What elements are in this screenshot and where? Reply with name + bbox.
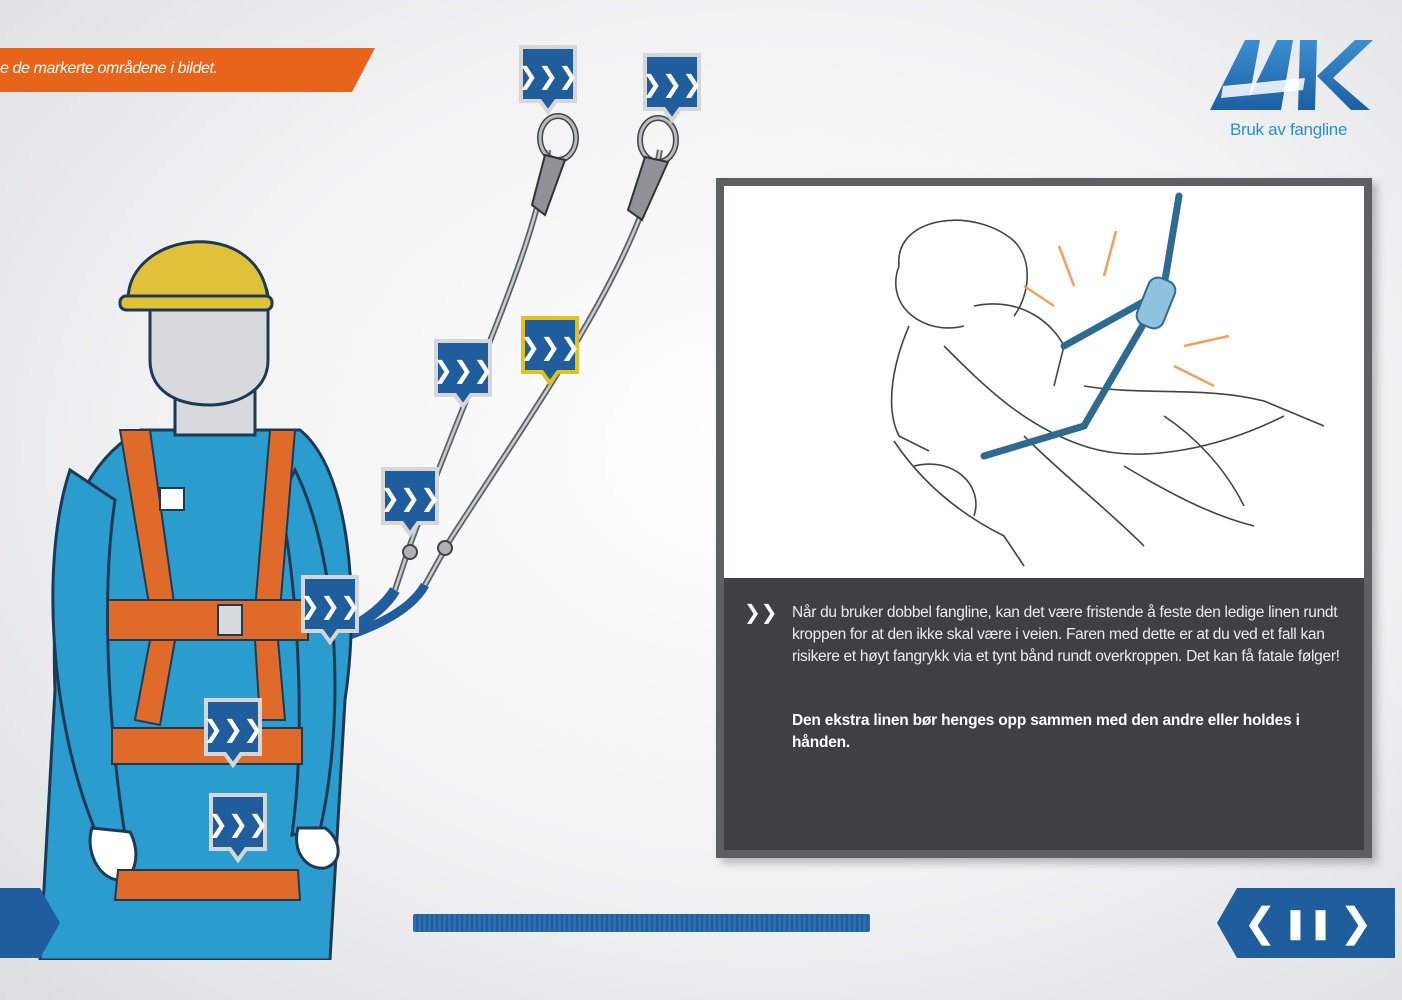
hotspot-connector[interactable]: ❯❯❯ — [300, 574, 360, 646]
chevrons-right-icon: ❯❯❯ — [642, 53, 702, 124]
snap-hook-right — [626, 115, 679, 222]
previous-button[interactable]: ❮ — [1243, 901, 1277, 945]
info-panel-text-area: ❯❯❯ Når du bruker dobbel fangline, kan d… — [724, 578, 1364, 850]
hotspot-line-right-upper-active[interactable]: ❯❯❯ — [520, 315, 580, 387]
svg-text:❯❯❯: ❯❯❯ — [208, 810, 268, 838]
progress-bar — [413, 914, 870, 932]
chevrons-right-icon: ❯❯❯ — [520, 316, 580, 387]
hotspot-hook-left[interactable]: ❯❯❯ — [518, 44, 578, 116]
pause-button[interactable]: ❚❚ — [1282, 906, 1334, 940]
banner-shape — [0, 48, 375, 92]
chevrons-right-icon: ❯❯❯ — [300, 575, 360, 646]
info-paragraph-warning: Når du bruker dobbel fangline, kan det v… — [792, 604, 1340, 665]
fall-arrest-sketch — [890, 192, 1325, 567]
svg-text:❯❯❯: ❯❯❯ — [744, 600, 780, 624]
info-panel: ❯❯❯ Når du bruker dobbel fangline, kan d… — [716, 178, 1372, 858]
worker-figure — [38, 240, 353, 960]
svg-text:❯❯❯: ❯❯❯ — [518, 62, 578, 90]
progress-bar-fill — [413, 914, 870, 932]
back-tab-button[interactable] — [0, 888, 62, 958]
worker-illustration — [38, 113, 679, 960]
aak-logo: Bruk av fangline — [1205, 28, 1380, 148]
player-controls: ❮ ❚❚ ❯ — [1217, 888, 1395, 958]
hotspot-line-left-upper[interactable]: ❯❯❯ — [433, 338, 493, 410]
player-controls-background — [1217, 888, 1395, 958]
instruction-text: e de markerte områdene i bildet. — [0, 60, 218, 77]
svg-text:❯❯❯: ❯❯❯ — [520, 333, 580, 361]
info-paragraph-advice: Den ekstra linen bør henges opp sammen m… — [792, 712, 1300, 751]
info-panel-illustration — [724, 186, 1364, 578]
chevrons-right-icon: ❯❯❯ — [208, 793, 268, 864]
svg-text:❯❯❯: ❯❯❯ — [300, 592, 360, 620]
hotspot-waist-belt[interactable]: ❯❯❯ — [203, 697, 263, 769]
chevrons-right-icon: ❯❯❯ — [203, 698, 263, 769]
svg-text:❯❯❯: ❯❯❯ — [433, 356, 493, 384]
instruction-banner: e de markerte områdene i bildet. — [0, 48, 375, 92]
aak-logo-mark — [1210, 40, 1373, 110]
snap-hook-left — [530, 113, 579, 217]
svg-text:❯❯❯: ❯❯❯ — [642, 70, 702, 98]
next-button[interactable]: ❯ — [1339, 901, 1373, 945]
svg-text:❯❯❯: ❯❯❯ — [380, 484, 440, 512]
chevrons-right-icon: ❯❯❯ — [433, 339, 493, 410]
chevrons-right-icon: ❯❯❯ — [744, 600, 780, 624]
hotspot-leg-straps[interactable]: ❯❯❯ — [208, 792, 268, 864]
chevrons-right-icon: ❯❯❯ — [518, 45, 578, 116]
chevrons-right-icon: ❯❯❯ — [380, 467, 440, 538]
hotspot-hook-right[interactable]: ❯❯❯ — [642, 52, 702, 124]
logo-subtitle: Bruk av fangline — [1230, 120, 1348, 139]
svg-text:❯❯❯: ❯❯❯ — [203, 715, 263, 743]
hotspot-line-left-lower[interactable]: ❯❯❯ — [380, 466, 440, 538]
